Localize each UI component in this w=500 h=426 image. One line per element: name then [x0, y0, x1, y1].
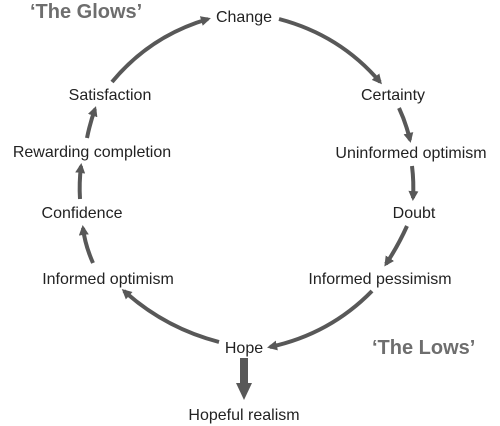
- arrow-confidence-to-rewarding-completion: [75, 163, 86, 200]
- stage-hope: Hope: [225, 340, 263, 357]
- arrow-satisfaction-to-change: [110, 16, 211, 84]
- phase-label-glows: ‘The Glows’: [30, 1, 142, 23]
- stage-hopeful-realism: Hopeful realism: [188, 407, 299, 424]
- stage-uninformed-optimism: Uninformed optimism: [335, 145, 486, 162]
- stage-informed-optimism: Informed optimism: [42, 271, 174, 288]
- phase-label-lows: ‘The Lows’: [372, 337, 475, 359]
- stage-certainty: Certainty: [361, 87, 425, 104]
- cycle-arrows: [75, 16, 419, 351]
- arrow-certainty-to-uninformed-optimism: [397, 107, 414, 143]
- arrow-hope-to-hopeful-realism: [236, 358, 252, 400]
- arrow-hope-to-informed-optimism: [121, 288, 220, 344]
- arrow-rewarding-completion-to-satisfaction: [85, 106, 98, 139]
- arrow-change-to-certainty: [278, 17, 382, 85]
- arrow-informed-pessimism-to-hope: [267, 289, 374, 351]
- stage-change: Change: [216, 9, 272, 26]
- arrow-doubt-to-informed-pessimism: [384, 225, 409, 267]
- stage-satisfaction: Satisfaction: [69, 87, 152, 104]
- arrow-uninformed-optimism-to-doubt: [408, 165, 419, 201]
- stage-rewarding-completion: Rewarding completion: [13, 144, 171, 161]
- arrow-informed-optimism-to-confidence: [78, 225, 95, 264]
- stage-informed-pessimism: Informed pessimism: [308, 271, 451, 288]
- stage-confidence: Confidence: [42, 205, 123, 222]
- stage-doubt: Doubt: [393, 205, 436, 222]
